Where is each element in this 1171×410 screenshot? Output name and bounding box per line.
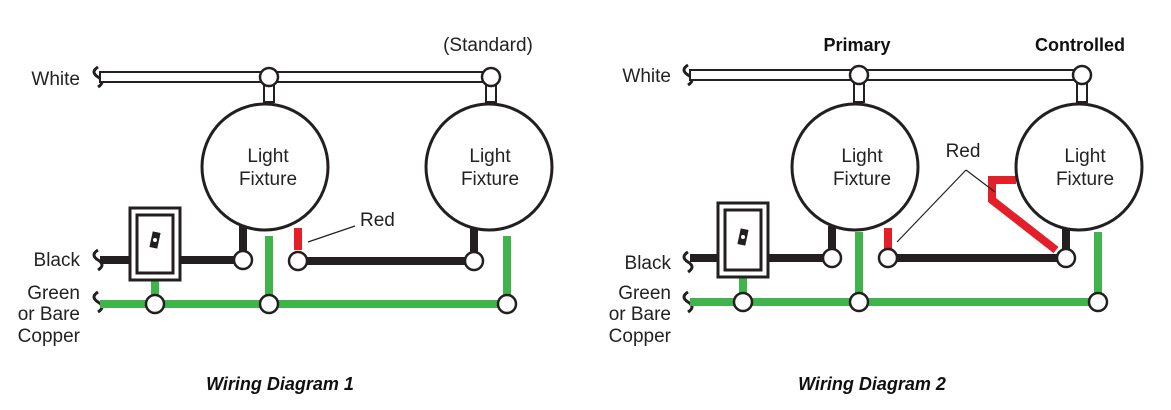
toggle-switch-icon (128, 206, 182, 282)
light-fixture-primary (790, 102, 920, 232)
wire-break-icon (92, 65, 104, 89)
fixture-left-label-line2: Fixture (833, 169, 891, 190)
terminal-icon (848, 64, 870, 86)
fixture-left-label-line1: Light (841, 146, 883, 167)
fixture-right-label-line1: Light (1064, 146, 1106, 167)
diagram-2-caption: Wiring Diagram 2 (798, 374, 946, 394)
terminal-icon (848, 291, 870, 313)
white-wire-label: White (31, 69, 80, 90)
fixture-right-label-line1: Light (469, 146, 511, 167)
black-wire-label: Black (34, 250, 81, 271)
terminal-icon (1055, 247, 1077, 269)
red-label: Red (360, 210, 395, 231)
terminal-icon (1071, 64, 1093, 86)
diagram-2: White Black Green or Bare Copper Primary… (609, 35, 1144, 394)
light-fixture-controlled (1014, 102, 1144, 232)
wire-break-icon (92, 290, 104, 314)
wire-break-icon (682, 250, 694, 274)
light-fixture-right (424, 102, 554, 232)
black-wire-label: Black (625, 253, 672, 274)
standard-label: (Standard) (443, 35, 533, 56)
red-label-leader (307, 225, 356, 243)
ground-wire-label-line3: Copper (609, 326, 672, 347)
terminal-icon (821, 247, 843, 269)
terminal-icon (877, 247, 899, 269)
terminal-icon (732, 291, 754, 313)
fixture-left-label-line1: Light (247, 146, 289, 167)
white-wire-label: White (622, 66, 671, 87)
ground-wire-label-line3: Copper (18, 326, 81, 347)
white-wire (689, 69, 1086, 81)
diagram-1-caption: Wiring Diagram 1 (206, 374, 354, 394)
wire-break-icon (682, 63, 694, 87)
wire-break-icon (92, 248, 104, 272)
fixture-right-label-line2: Fixture (461, 169, 519, 190)
terminal-icon (1087, 291, 1109, 313)
terminal-icon (463, 250, 485, 272)
terminal-icon (232, 249, 254, 271)
ground-wire-label-line1: Green (618, 283, 671, 304)
ground-wire-label-line2: or Bare (609, 304, 671, 325)
controlled-label: Controlled (1035, 35, 1125, 55)
terminal-icon (144, 293, 166, 315)
red-label-leader (965, 169, 996, 193)
toggle-switch-icon (716, 201, 770, 279)
terminal-icon (480, 66, 502, 88)
terminal-icon (258, 293, 280, 315)
red-label-leader (896, 169, 967, 243)
primary-label: Primary (823, 35, 890, 55)
diagram-1: White Black Green or Bare Copper (Standa… (18, 35, 554, 394)
wire-break-icon (682, 290, 694, 314)
light-fixture-left (200, 102, 330, 232)
ground-wire-label-line1: Green (27, 283, 80, 304)
terminal-icon (258, 66, 280, 88)
ground-wire-label-line2: or Bare (18, 304, 80, 325)
fixture-right-label-line2: Fixture (1056, 169, 1114, 190)
red-label: Red (946, 141, 981, 162)
white-wire (99, 71, 496, 83)
fixture-left-label-line2: Fixture (239, 169, 297, 190)
terminal-icon (496, 293, 518, 315)
terminal-icon (287, 250, 309, 272)
